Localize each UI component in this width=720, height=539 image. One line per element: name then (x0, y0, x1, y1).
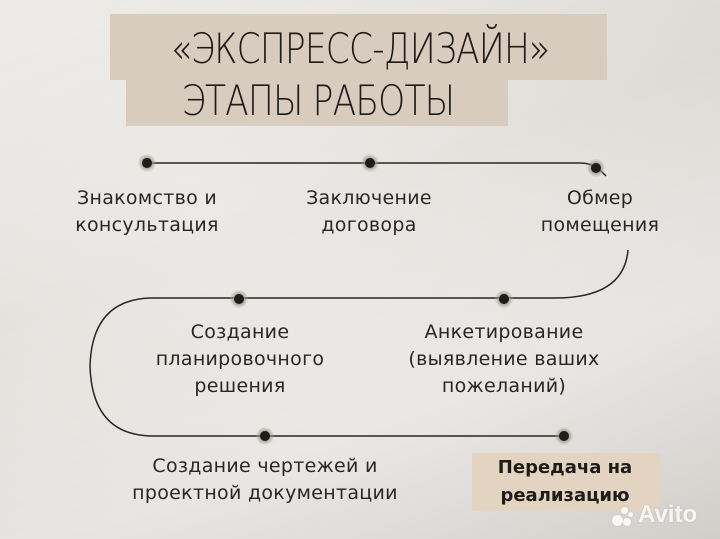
step-5-line-1: Создание (190, 321, 290, 343)
step-4-line-3: пожеланий) (441, 375, 567, 397)
connector-curve-left (89, 297, 265, 437)
step-3-line-1: Обмер (566, 187, 634, 209)
step-5-line-2: планировочного (155, 348, 325, 370)
step-1-line-1: Знакомство и (76, 187, 217, 209)
step-5-label: Создание планировочного решения (130, 319, 350, 400)
step-6-line-2: проектной документации (132, 482, 398, 504)
step-7-line-1: Передача на (497, 457, 633, 478)
title-background-top (110, 14, 607, 80)
step-7-label: Передача на реализацию (470, 454, 660, 510)
step-marker-7 (555, 427, 573, 445)
step-2-label: Заключение договора (269, 185, 469, 239)
step-7-line-2: реализацию (500, 485, 630, 506)
avito-logo-icon (612, 503, 634, 527)
step-2-line-2: договора (321, 214, 417, 236)
step-marker-4 (495, 290, 513, 308)
avito-watermark: Avito (612, 500, 697, 530)
title-line-1: «ЭКСПРЕСС-ДИЗАЙН» (170, 24, 550, 73)
step-6-line-1: Создание чертежей и (152, 455, 378, 477)
step-marker-1 (138, 154, 156, 172)
title-line-2: ЭТАПЫ РАБОТЫ (181, 76, 455, 125)
step-6-label: Создание чертежей и проектной документац… (100, 453, 430, 507)
step-3-label: Обмер помещения (500, 185, 700, 239)
final-step-highlight (472, 453, 660, 511)
avito-watermark-text: Avito (638, 501, 698, 528)
step-marker-6 (256, 427, 274, 445)
title-background-bottom (126, 74, 508, 126)
step-4-line-1: Анкетирование (424, 321, 584, 343)
step-marker-2 (361, 154, 379, 172)
step-2-line-1: Заключение (306, 187, 432, 209)
step-1-label: Знакомство и консультация (47, 185, 247, 239)
step-marker-5 (230, 290, 248, 308)
step-5-line-3: решения (194, 375, 286, 397)
step-4-label: Анкетирование (выявление ваших пожеланий… (384, 319, 624, 400)
connector-curve-right (554, 249, 629, 299)
step-1-line-2: консультация (75, 214, 219, 236)
step-3-line-2: помещения (540, 214, 660, 236)
step-marker-3 (587, 159, 605, 177)
step-4-line-2: (выявление ваших (408, 348, 600, 370)
